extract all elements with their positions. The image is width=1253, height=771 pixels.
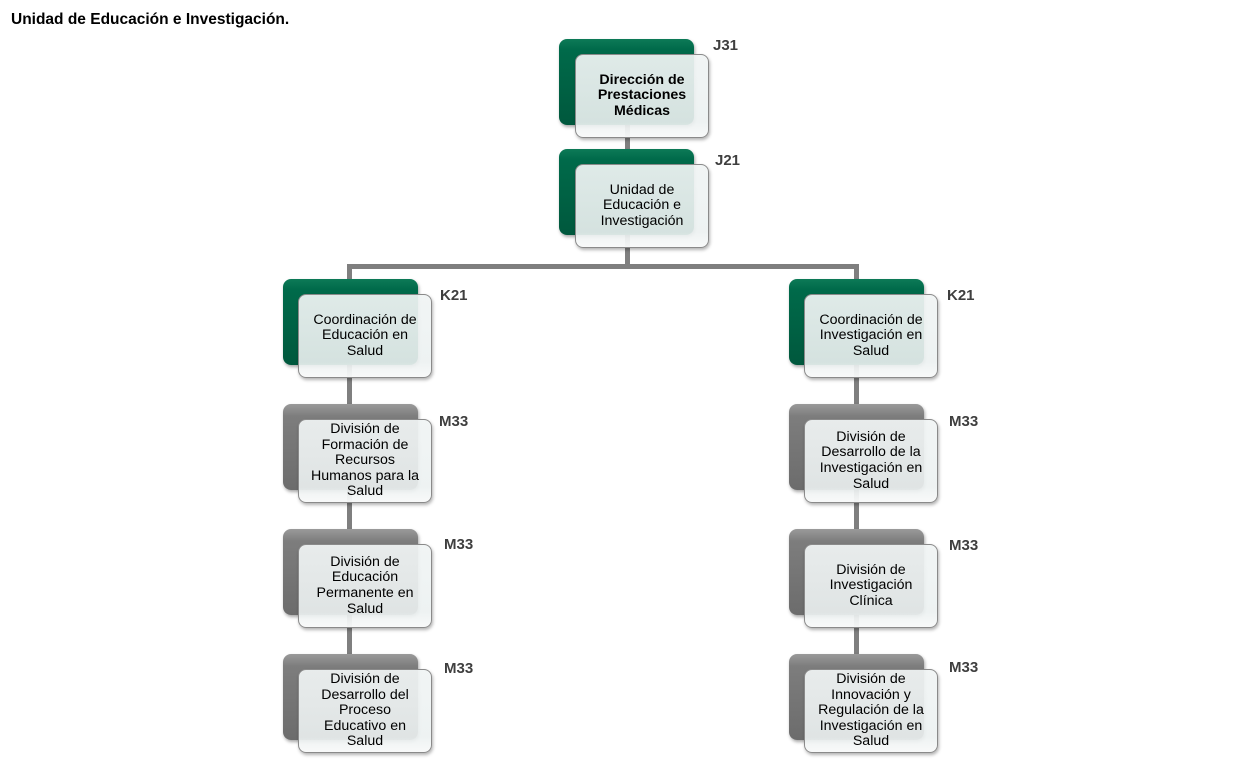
node-label: División de Formación de Recursos Humano… — [310, 421, 420, 500]
node-card: División de Investigación Clínica — [804, 544, 938, 628]
node-label: Coordinación de Investigación en Salud — [819, 311, 923, 359]
node-card: División de Innovación y Regulación de l… — [804, 669, 938, 753]
node-card: División de Desarrollo del Proceso Educa… — [298, 669, 432, 753]
node-label: División de Educación Permanente en Salu… — [316, 553, 414, 617]
page-title: Unidad de Educación e Investigación. — [11, 11, 290, 28]
node-card: Coordinación de Investigación en Salud — [804, 294, 938, 378]
node-code: M33 — [949, 413, 979, 430]
node-card: División de Desarrollo de la Investigaci… — [804, 419, 938, 503]
node-code: K21 — [440, 287, 468, 304]
node-code: M33 — [444, 536, 474, 553]
node-card: División de Educación Permanente en Salu… — [298, 544, 432, 628]
node-label: División de Investigación Clínica — [829, 561, 913, 609]
node-code: M33 — [439, 413, 469, 430]
node-code: M33 — [949, 537, 979, 554]
node-label: División de Innovación y Regulación de l… — [818, 671, 924, 750]
node-card: Unidad de Educación e Investigación — [575, 164, 709, 248]
node-card: División de Formación de Recursos Humano… — [298, 419, 432, 503]
node-card: Coordinación de Educación en Salud — [298, 294, 432, 378]
node-label: Unidad de Educación e Investigación — [600, 181, 684, 229]
node-code: M33 — [444, 660, 474, 677]
node-code: J31 — [713, 37, 739, 54]
node-label: Coordinación de Educación en Salud — [313, 311, 417, 359]
node-label: División de Desarrollo del Proceso Educa… — [321, 671, 409, 750]
node-label: Dirección de Prestaciones Médicas — [597, 71, 687, 119]
node-card: Dirección de Prestaciones Médicas — [575, 54, 709, 138]
node-code: J21 — [715, 152, 741, 169]
node-code: K21 — [947, 287, 975, 304]
node-label: División de Desarrollo de la Investigaci… — [819, 428, 923, 492]
connector-horizontal — [347, 264, 859, 269]
node-code: M33 — [949, 659, 979, 676]
